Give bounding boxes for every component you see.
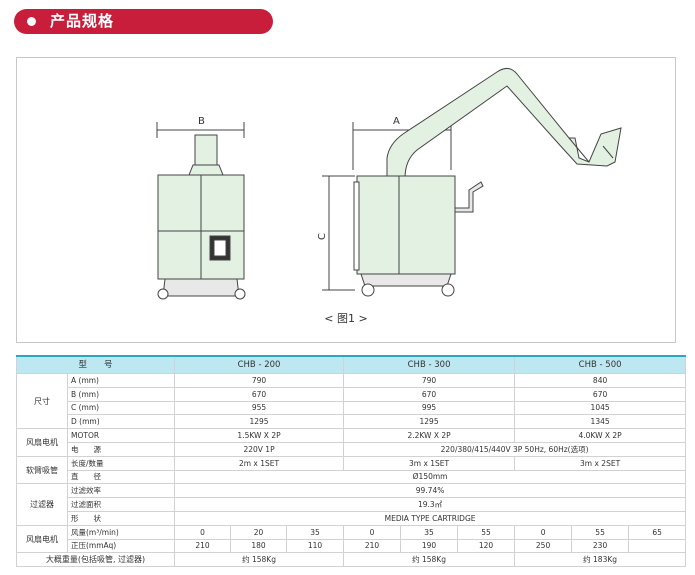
figure-panel: B A C < 图1 > — [16, 57, 676, 343]
front-view — [156, 122, 246, 300]
cell: 790 — [174, 373, 345, 388]
cell: 65 — [628, 524, 687, 540]
cell: 1045 — [514, 400, 687, 416]
cell: 约 158Kg — [343, 552, 516, 568]
row-label: 过滤效率 — [66, 483, 176, 499]
cell: 2m x 1SET — [174, 455, 345, 471]
cell: 230 — [571, 538, 630, 554]
table-row: 过滤器 过滤效率 99.74% — [16, 483, 687, 526]
cell: 190 — [400, 538, 459, 554]
category-filter: 过滤器 — [16, 483, 68, 526]
figure-caption: < 图1 > — [324, 312, 368, 325]
cell: 210 — [343, 538, 402, 554]
cell: 约 183Kg — [514, 552, 687, 568]
table-row: 过滤面积 19.3㎡ — [17, 497, 687, 512]
row-label-weight: 大概重量(包括吸管, 过滤器) — [15, 552, 176, 568]
spec-table: 型 号 CHB - 200 CHB - 300 CHB - 500 尺寸 A (… — [15, 355, 687, 568]
cell: 19.3㎡ — [174, 497, 687, 512]
cell: 110 — [286, 538, 345, 554]
cell: 995 — [343, 400, 516, 416]
table-row: 直 径 Ø150mm — [17, 469, 687, 485]
table-row: 电 源 220V 1P 220/380/415/440V 3P 50Hz, 60… — [17, 441, 687, 457]
cell: 35 — [286, 524, 345, 540]
category-motor: 风扇电机 — [16, 428, 68, 457]
cell: Ø150mm — [174, 469, 687, 485]
dim-label-b: B — [198, 116, 205, 127]
header-chb-300: CHB - 300 — [343, 355, 516, 374]
row-label: MOTOR — [66, 428, 176, 443]
cell: 4.0KW X 2P — [514, 428, 687, 443]
cell — [628, 538, 687, 554]
cell: 220/380/415/440V 3P 50Hz, 60Hz(选项) — [343, 441, 687, 457]
table-row: 尺寸 A (mm) 790 790 840 — [16, 372, 687, 430]
row-label: 风量(m³/min) — [66, 524, 176, 540]
table-row: 正压(mmAq) 210 180 110 210 190 120 250 230 — [17, 538, 687, 554]
cell: 670 — [514, 386, 687, 402]
header-chb-200: CHB - 200 — [174, 355, 345, 374]
cell: 1295 — [174, 414, 345, 430]
cell: 3m x 1SET — [343, 455, 516, 471]
row-label: 长度/数量 — [66, 455, 176, 471]
cell: 35 — [400, 524, 459, 540]
row-label: B (mm) — [66, 386, 176, 402]
section-title-bar: 产品规格 — [14, 9, 273, 34]
cell: 210 — [174, 538, 232, 554]
cell: 55 — [571, 524, 630, 540]
row-label: C (mm) — [66, 400, 176, 416]
category-arm: 软臂吸管 — [16, 455, 68, 485]
bullet-icon — [27, 17, 36, 26]
cell: 220V 1P — [174, 441, 345, 457]
table-row: 软臂吸管 长度/数量 2m x 1SET 3m x 1SET 3m x 2SET — [16, 455, 687, 485]
cell: 20 — [230, 524, 288, 540]
section-title: 产品规格 — [50, 12, 115, 30]
cell: 99.74% — [174, 483, 687, 499]
category-fan: 风扇电机 — [16, 524, 68, 554]
category-size: 尺寸 — [16, 372, 68, 430]
cell: 1345 — [514, 414, 687, 430]
cell: 55 — [457, 524, 516, 540]
cell: 790 — [343, 373, 516, 388]
cell: 0 — [343, 524, 402, 540]
cell: 180 — [230, 538, 288, 554]
header-chb-500: CHB - 500 — [514, 355, 687, 374]
machine-drawing: B A C — [156, 68, 622, 300]
cell: 约 158Kg — [174, 552, 345, 568]
row-label: 正压(mmAq) — [66, 538, 176, 554]
cell: 670 — [174, 386, 345, 402]
row-label: A (mm) — [66, 373, 176, 388]
dim-label-a: A — [393, 116, 400, 127]
side-view — [322, 68, 622, 297]
table-row: 风扇电机 风量(m³/min) 0 20 35 0 35 55 0 55 65 — [16, 524, 687, 554]
row-label: 直 径 — [66, 469, 176, 485]
table-row: 形 状 MEDIA TYPE CARTRIDGE — [17, 510, 687, 526]
table-row: 风扇电机 MOTOR 1.5KW X 2P 2.2KW X 2P 4.0KW X… — [16, 428, 687, 457]
cell: 1.5KW X 2P — [174, 428, 345, 443]
row-label: D (mm) — [66, 414, 176, 430]
row-label: 电 源 — [66, 441, 176, 457]
dim-label-c: C — [317, 233, 328, 240]
table-row: C (mm) 955 995 1045 — [17, 400, 687, 416]
table-row: D (mm) 1295 1295 1345 — [17, 414, 687, 430]
header-model: 型 号 — [15, 355, 176, 374]
cell: 120 — [457, 538, 516, 554]
table-row: B (mm) 670 670 670 — [17, 386, 687, 402]
cell: 955 — [174, 400, 345, 416]
row-label: 过滤面积 — [66, 497, 176, 512]
cell: 840 — [514, 373, 687, 388]
row-label: 形 状 — [66, 510, 176, 526]
cell: 3m x 2SET — [514, 455, 687, 471]
cell: 2.2KW X 2P — [343, 428, 516, 443]
table-row: 大概重量(包括吸管, 过滤器) 约 158Kg 约 158Kg 约 183Kg — [15, 552, 687, 568]
cell: 670 — [343, 386, 516, 402]
cell: 0 — [174, 524, 232, 540]
cell: 1295 — [343, 414, 516, 430]
table-header-row: 型 号 CHB - 200 CHB - 300 CHB - 500 — [15, 355, 687, 374]
cell: 250 — [514, 538, 573, 554]
cell: 0 — [514, 524, 573, 540]
cell: MEDIA TYPE CARTRIDGE — [174, 510, 687, 526]
